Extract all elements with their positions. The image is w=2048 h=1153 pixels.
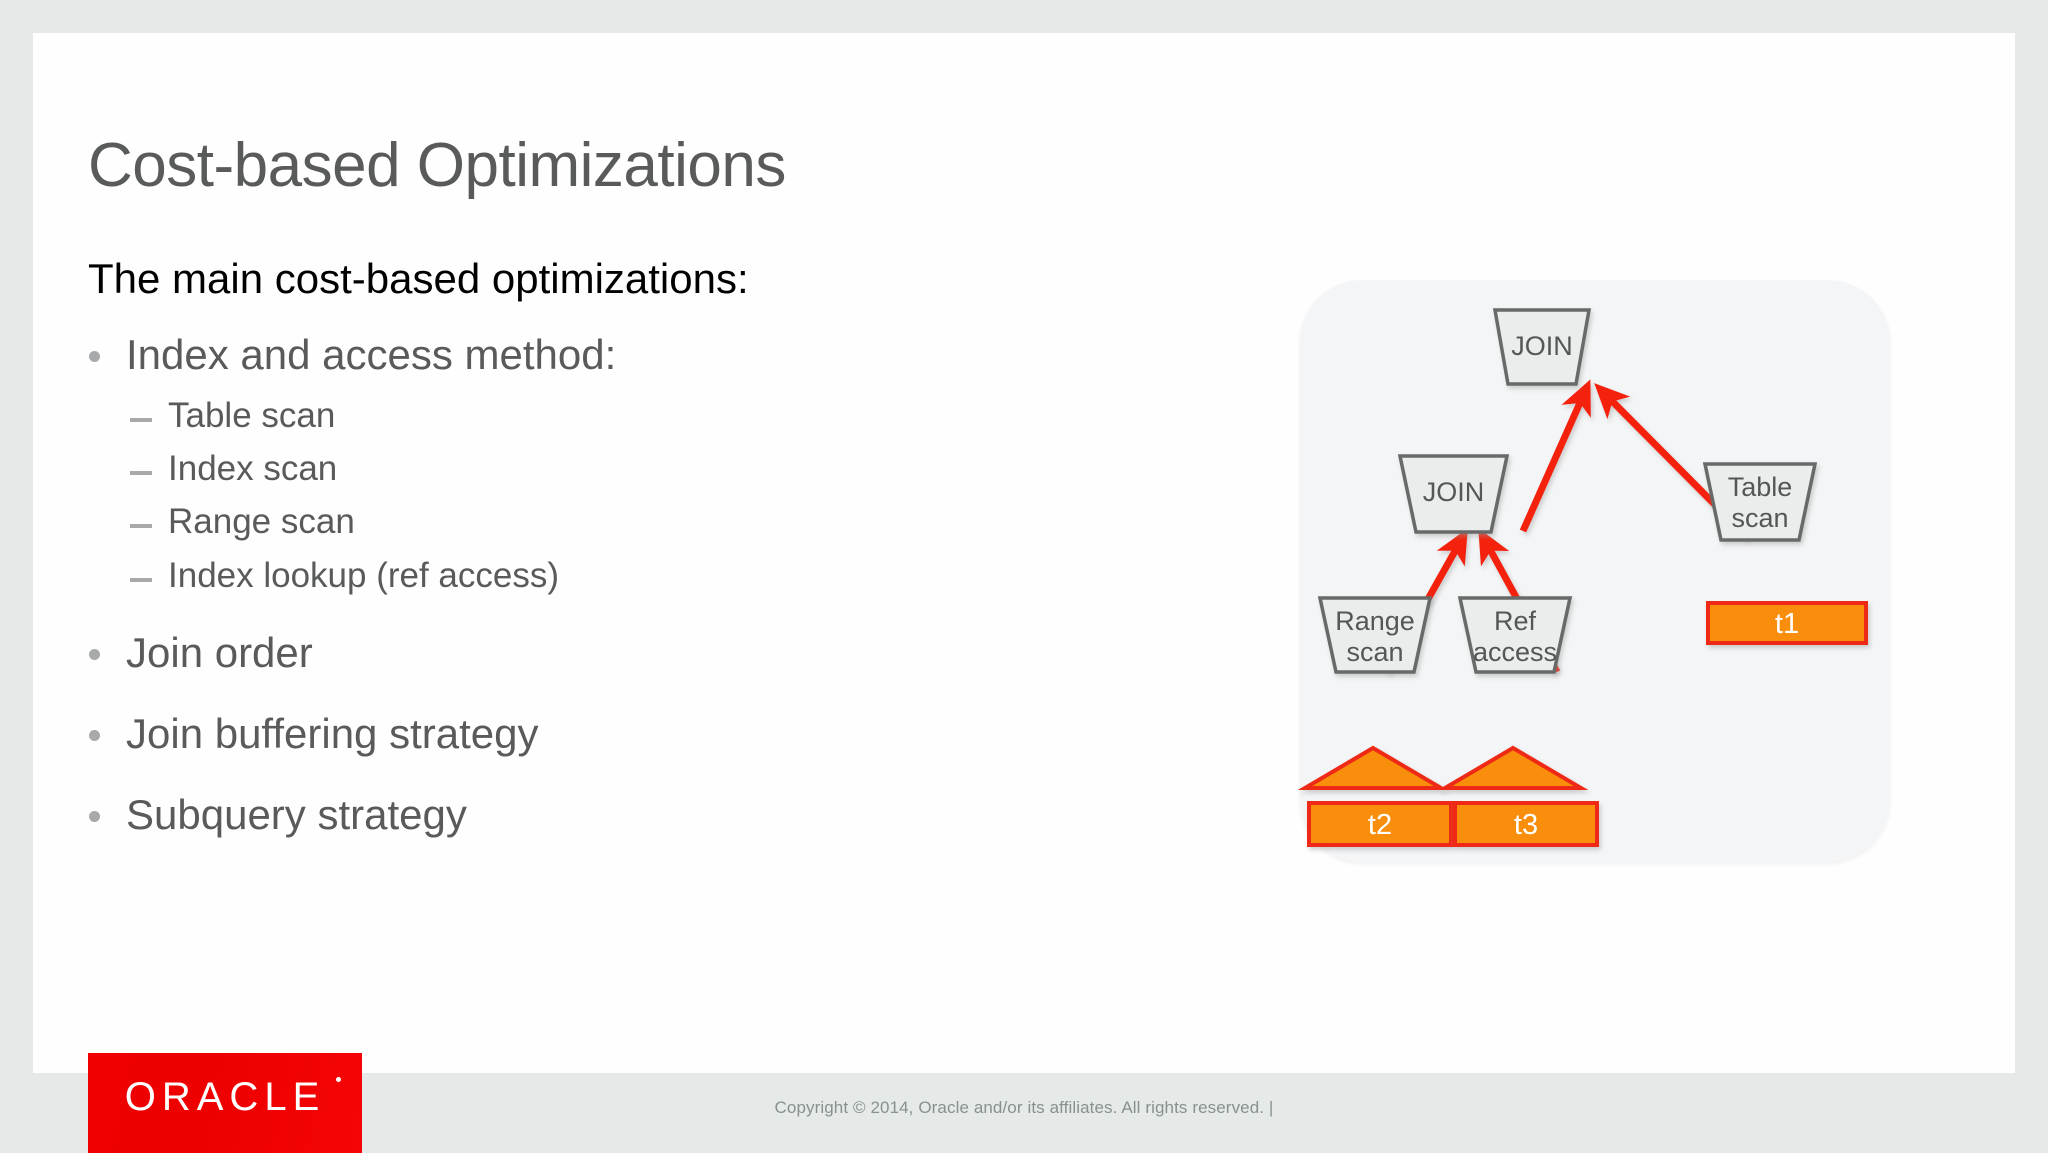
bullet-join-buffering-strategy: Join buffering strategy [88, 710, 1238, 757]
bullet-range-scan: Range scan [88, 502, 1238, 541]
bullet-dash-icon [130, 577, 152, 582]
diagram-graphics [1297, 308, 1868, 847]
node-join-top [1492, 308, 1592, 386]
body-content: The main cost-based optimizations: Index… [88, 255, 1238, 856]
table-box-t2 [1307, 801, 1453, 847]
bullet-dot-icon [89, 729, 100, 741]
page-title: Cost-based Optimizations [88, 131, 786, 200]
node-table-scan [1702, 462, 1818, 542]
bullet-label: Join order [126, 628, 313, 676]
bullet-dash-icon [130, 471, 152, 476]
node-range-scan [1317, 596, 1433, 674]
bullet-label: Subquery strategy [126, 790, 467, 838]
bullet-label: Join buffering strategy [126, 709, 539, 757]
bullet-label: Table scan [168, 396, 336, 436]
oracle-logo: ORACLE [88, 1053, 362, 1153]
table-box-t1 [1706, 601, 1868, 645]
oracle-trademark-icon [336, 1077, 341, 1082]
bullet-index-scan: Index scan [88, 449, 1238, 488]
footer-copyright: Copyright © 2014, Oracle and/or its affi… [774, 1098, 1274, 1117]
index-triangle-t3-icon [1437, 745, 1589, 790]
lead-text: The main cost-based optimizations: [88, 255, 749, 302]
bullet-dot-icon [89, 810, 100, 822]
index-triangle-t2-icon [1297, 745, 1449, 790]
arrow-join-mid-to-join-top [1519, 379, 1591, 533]
bullet-join-order: Join order [88, 629, 1238, 676]
node-ref-access [1457, 596, 1573, 674]
oracle-wordmark: ORACLE [124, 1075, 326, 1119]
bullet-subquery-strategy: Subquery strategy [88, 791, 1238, 838]
bullet-dash-icon [130, 524, 152, 529]
bullet-dot-icon [89, 648, 100, 660]
table-box-t3 [1453, 801, 1599, 847]
query-plan-diagram: JOIN JOIN Table scan Range scan Ref acce… [1295, 276, 1895, 868]
bullet-index-and-access-method: Index and access method: [88, 331, 1238, 378]
bullet-index-lookup: Index lookup (ref access) [88, 556, 1238, 595]
bullet-dash-icon [130, 418, 152, 423]
bullet-label: Index lookup (ref access) [168, 555, 560, 595]
node-join-mid [1397, 454, 1510, 534]
bullet-dot-icon [89, 351, 100, 362]
bullet-label: Index and access method: [126, 331, 617, 378]
bullet-label: Index scan [168, 449, 338, 489]
bullet-table-scan: Table scan [88, 396, 1238, 435]
bullet-label: Range scan [168, 502, 355, 542]
